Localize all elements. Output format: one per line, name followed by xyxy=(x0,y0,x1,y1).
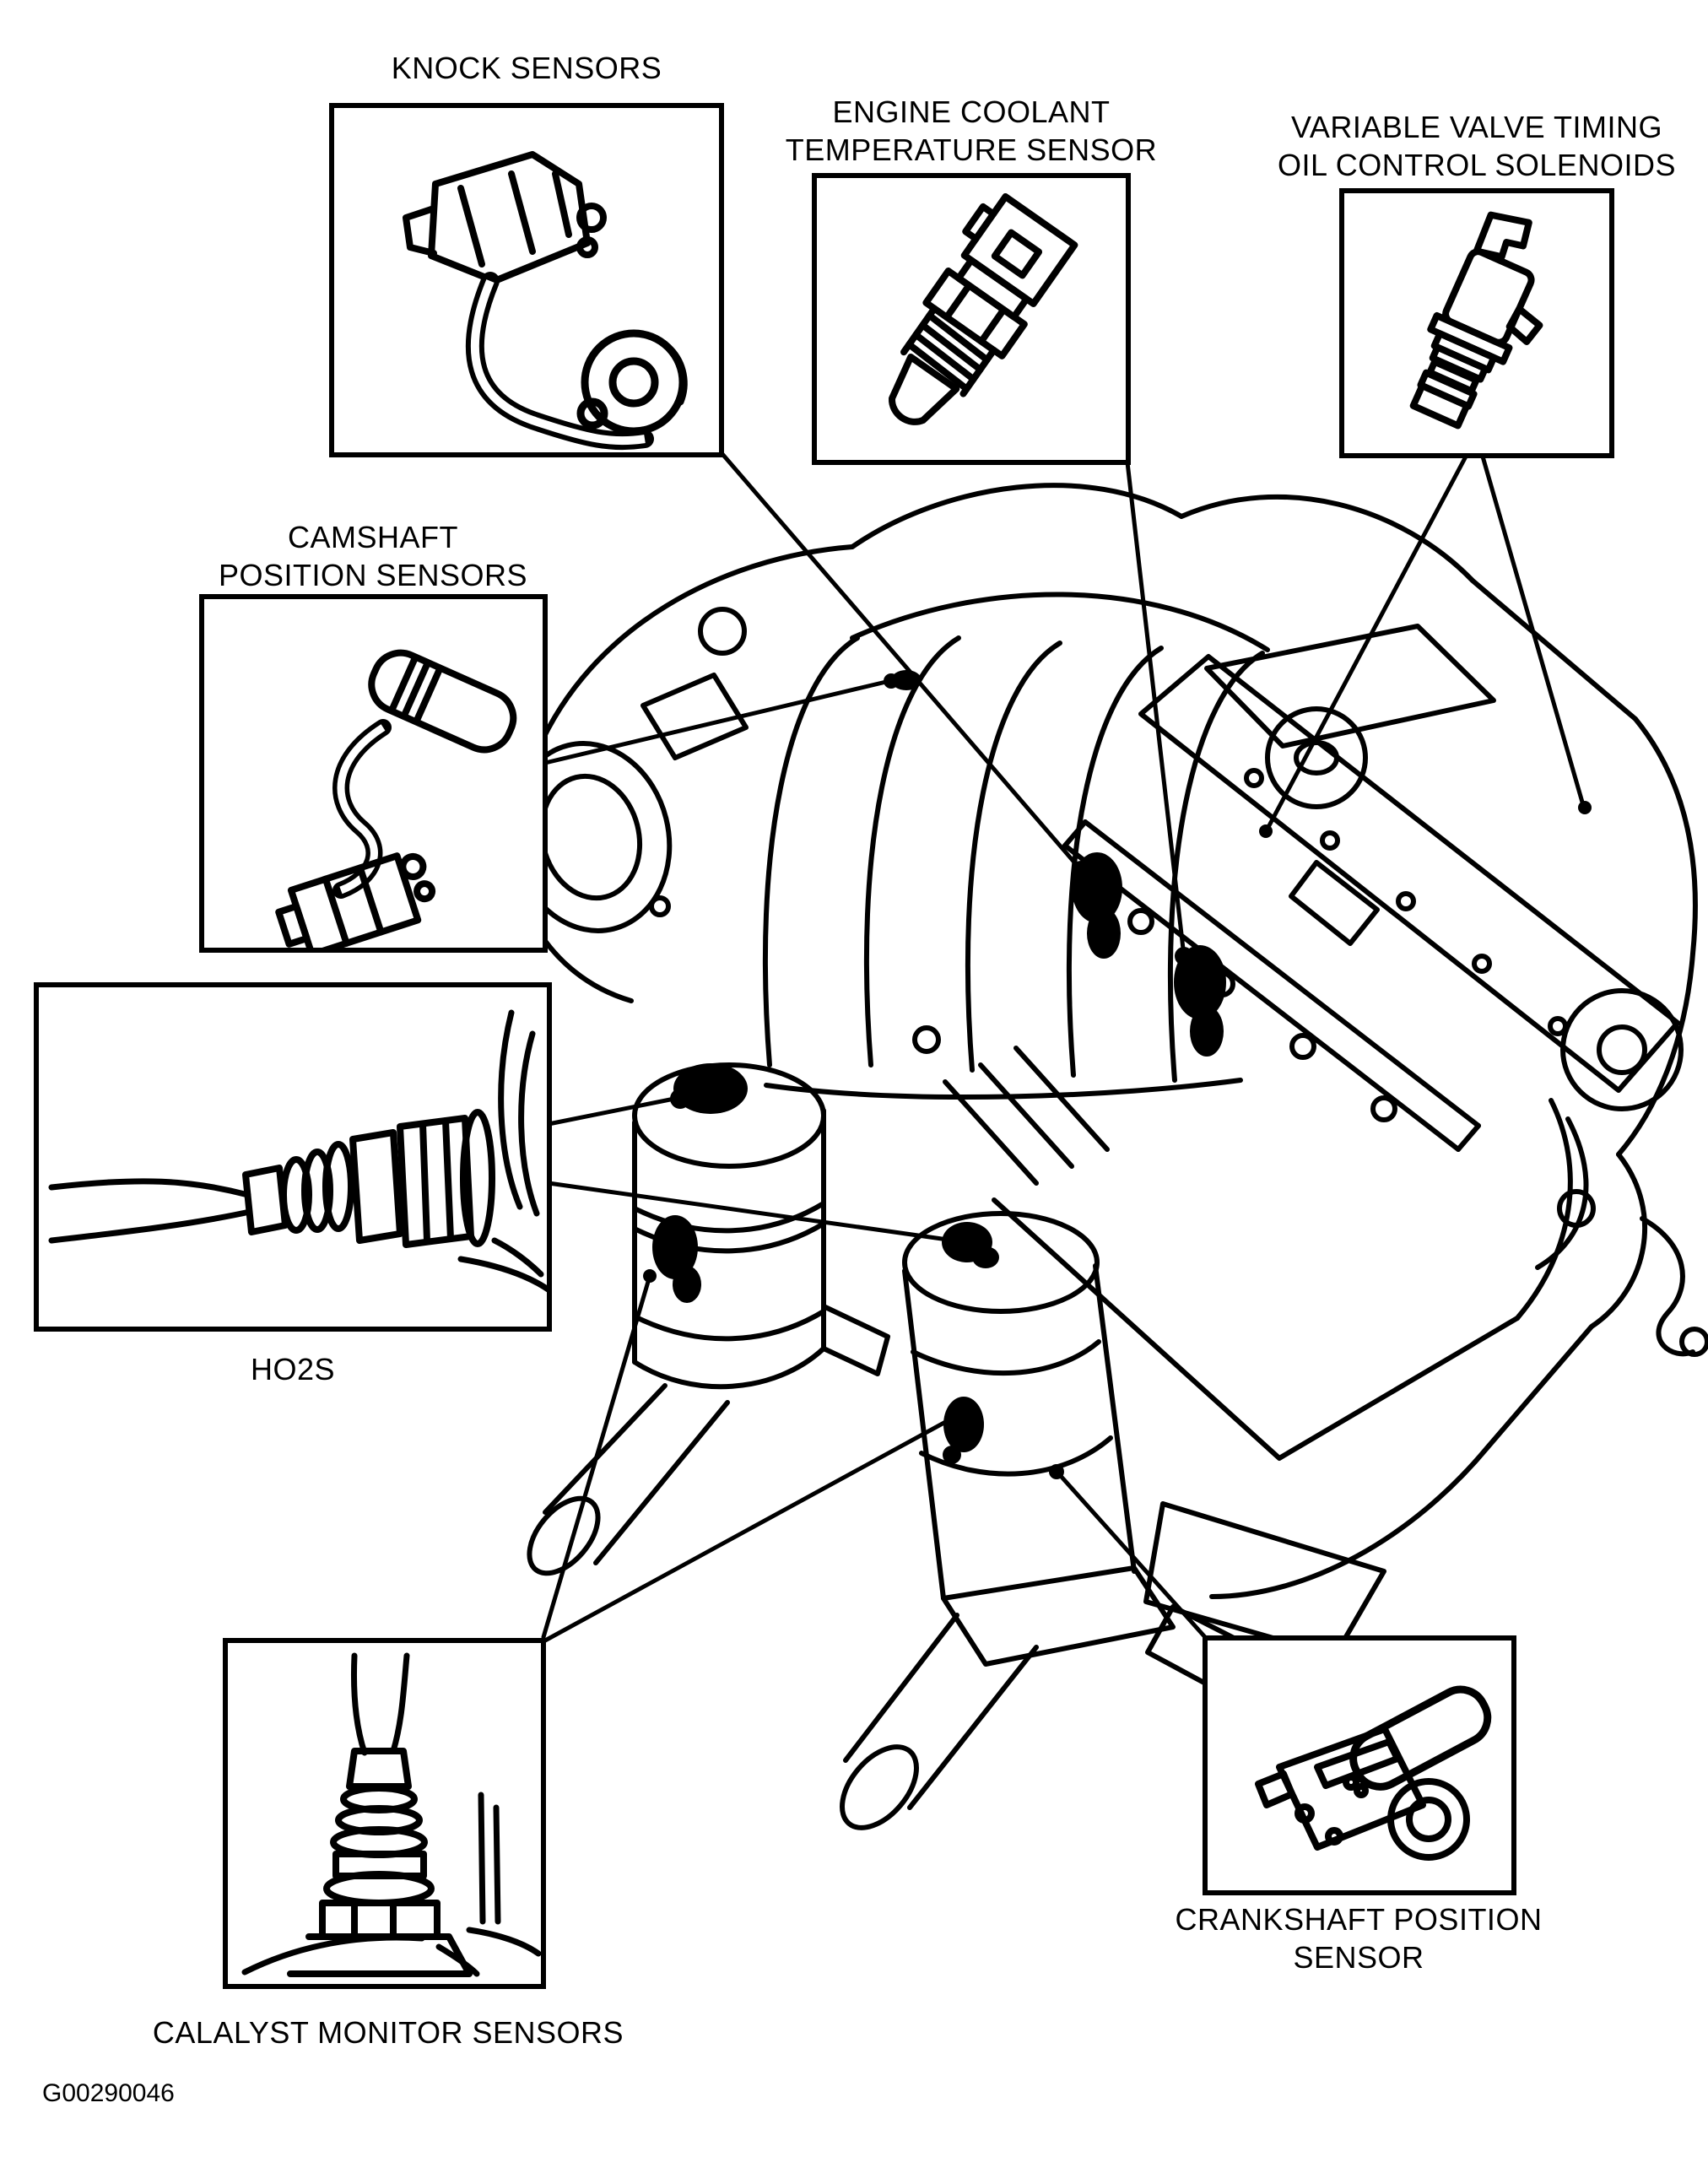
label-catalyst-monitor-sensors: CALALYST MONITOR SENSORS xyxy=(127,2013,650,2051)
callout-box-catalyst-monitor-sensors xyxy=(223,1638,546,1989)
label-line: OIL CONTROL SOLENOIDS xyxy=(1278,148,1676,182)
callout-box-knock-sensors xyxy=(329,103,724,457)
figure-id: G00290046 xyxy=(42,2079,175,2107)
label-line: SENSOR xyxy=(1293,1940,1424,1975)
ho2s-drawing xyxy=(48,1009,547,1293)
label-line: POSITION SENSORS xyxy=(218,558,528,592)
label-line: CALALYST MONITOR SENSORS xyxy=(152,2015,624,2050)
label-variable-valve-timing-oil-control-solenoids: VARIABLE VALVE TIMING OIL CONTROL SOLENO… xyxy=(1266,108,1688,184)
callout-box-ho2s xyxy=(34,982,552,1332)
label-line: CRANKSHAFT POSITION xyxy=(1175,1902,1543,1937)
camshaft-position-sensor-drawing xyxy=(275,649,517,948)
knock-sensor-drawing xyxy=(403,151,688,451)
vvt-oil-control-solenoid-drawing xyxy=(1409,211,1543,430)
label-ho2s: HO2S xyxy=(103,1350,483,1388)
label-line: ENGINE COOLANT xyxy=(832,95,1111,129)
callout-box-engine-coolant-temperature-sensor xyxy=(812,173,1131,465)
callout-box-variable-valve-timing-oil-control-solenoids xyxy=(1339,188,1614,458)
label-engine-coolant-temperature-sensor: ENGINE COOLANT TEMPERATURE SENSOR xyxy=(781,93,1161,169)
catalyst-monitor-sensor-drawing xyxy=(241,1652,541,1977)
engine-coolant-temperature-sensor-drawing xyxy=(889,193,1078,425)
leader-lines xyxy=(541,451,1586,1643)
label-line: CAMSHAFT xyxy=(288,520,458,554)
label-knock-sensors: KNOCK SENSORS xyxy=(332,49,721,87)
label-line: TEMPERATURE SENSOR xyxy=(785,132,1158,167)
sensor-location-markers xyxy=(652,670,1226,1464)
label-line: KNOCK SENSORS xyxy=(391,51,662,85)
label-line: HO2S xyxy=(250,1352,336,1386)
callout-box-camshaft-position-sensors xyxy=(199,594,548,953)
label-crankshaft-position-sensor: CRANKSHAFT POSITION SENSOR xyxy=(1148,1900,1570,1976)
label-camshaft-position-sensors: CAMSHAFT POSITION SENSORS xyxy=(204,518,542,594)
crankshaft-position-sensor-drawing xyxy=(1255,1685,1492,1861)
callout-box-crankshaft-position-sensor xyxy=(1203,1635,1516,1895)
label-line: VARIABLE VALVE TIMING xyxy=(1291,110,1662,144)
